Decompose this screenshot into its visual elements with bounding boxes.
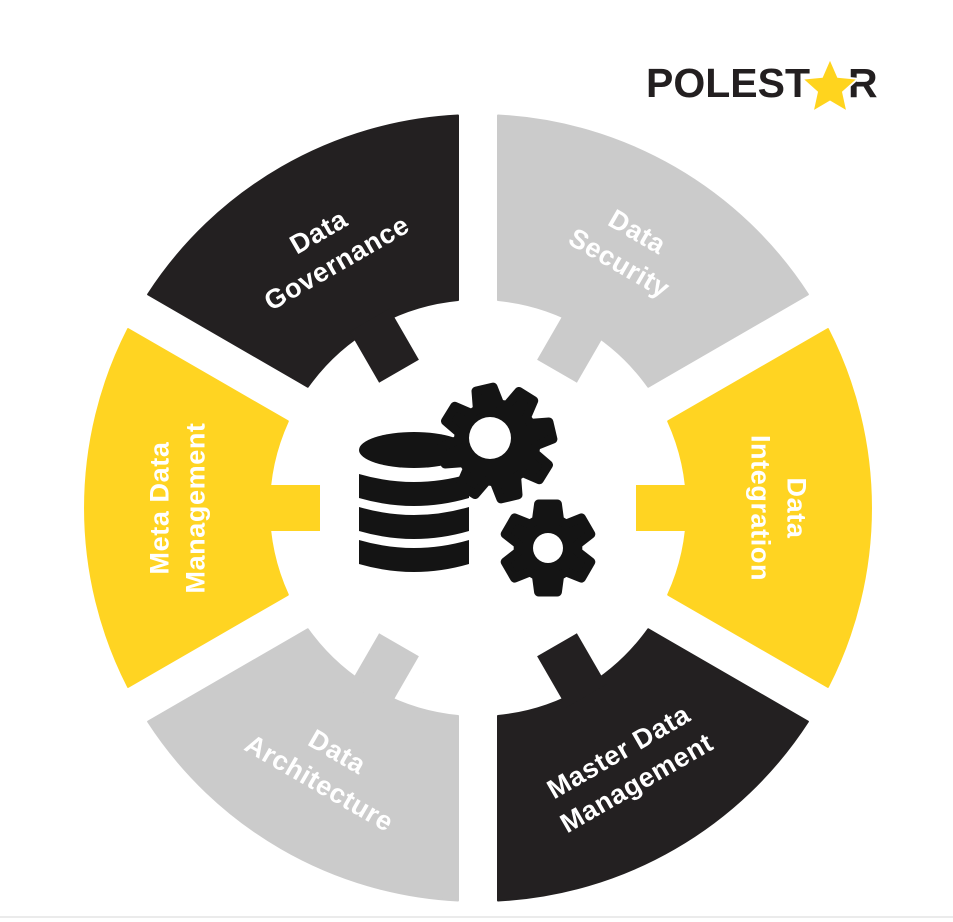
polestar-logo: POLEST R bbox=[646, 52, 878, 114]
wheel-segments bbox=[84, 114, 872, 902]
segment-tab-data-architecture bbox=[349, 633, 419, 708]
gear-small-icon bbox=[500, 499, 596, 597]
center-icons bbox=[359, 382, 596, 597]
logo-star-icon bbox=[802, 58, 858, 112]
bottom-divider bbox=[0, 916, 953, 918]
segment-tab-data-security bbox=[537, 308, 607, 383]
segment-tab-meta-data-management bbox=[261, 485, 320, 531]
segment-data-architecture bbox=[147, 628, 459, 902]
segment-tab-data-governance bbox=[349, 308, 419, 383]
segment-tab-master-data-management bbox=[537, 633, 607, 708]
segment-data-security bbox=[497, 114, 809, 388]
segment-data-integration bbox=[667, 328, 872, 688]
segment-meta-data-management bbox=[84, 328, 289, 688]
segment-data-governance bbox=[147, 114, 459, 388]
segment-tab-data-integration bbox=[636, 485, 695, 531]
logo-text-before: POLEST bbox=[646, 59, 811, 106]
gear-large-icon bbox=[436, 382, 558, 504]
segment-master-data-management bbox=[497, 628, 809, 902]
